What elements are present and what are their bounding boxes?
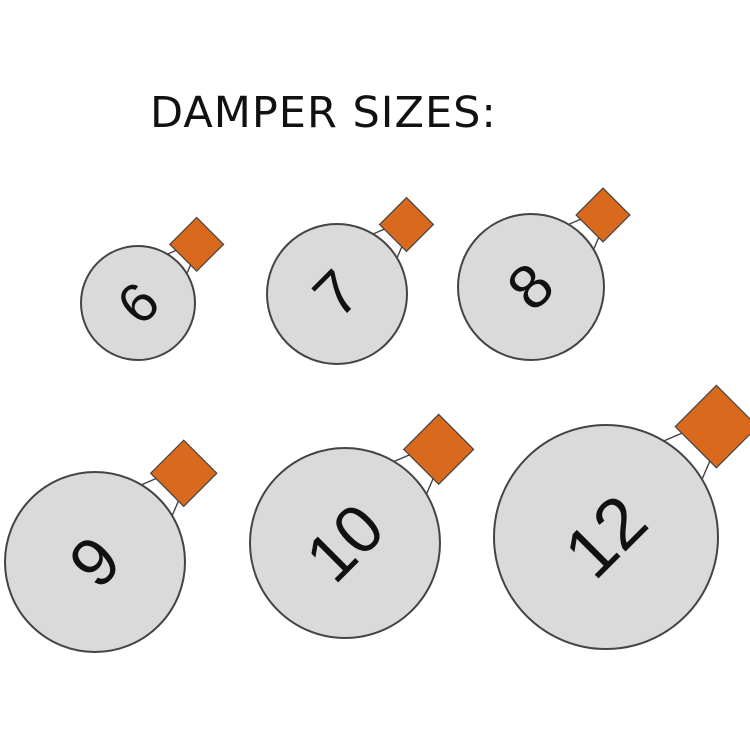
page-title: DAMPER SIZES: — [150, 88, 497, 138]
damper-disc — [266, 223, 408, 365]
damper-tab — [149, 439, 218, 508]
damper-7: 7 — [266, 196, 435, 365]
damper-9: 9 — [4, 439, 218, 653]
damper-tab — [378, 196, 435, 253]
damper-tab — [402, 413, 475, 486]
damper-10: 10 — [249, 413, 475, 639]
damper-8: 8 — [457, 187, 631, 361]
damper-disc — [249, 447, 441, 639]
damper-disc — [80, 245, 196, 361]
damper-tab — [674, 384, 750, 469]
damper-disc — [493, 424, 719, 650]
damper-disc — [4, 471, 186, 653]
damper-disc — [457, 213, 605, 361]
damper-tab — [575, 187, 631, 243]
damper-12: 12 — [493, 384, 750, 650]
damper-tab — [168, 216, 225, 273]
damper-6: 6 — [80, 216, 225, 361]
